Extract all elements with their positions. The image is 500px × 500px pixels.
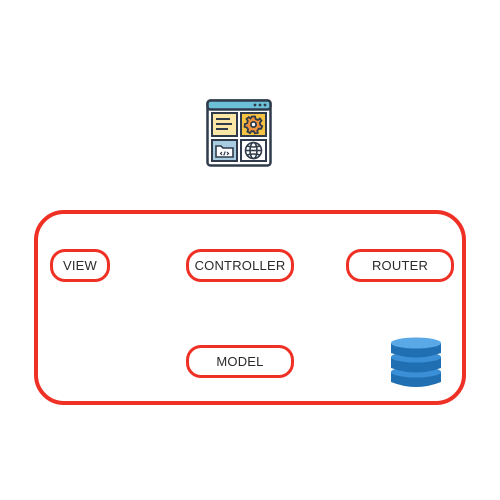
router-node: ROUTER bbox=[346, 249, 454, 282]
database-icon bbox=[391, 337, 441, 387]
controller-node: CONTROLLER bbox=[186, 249, 294, 282]
app-boundary-frame bbox=[34, 210, 466, 405]
web-app-window-icon bbox=[206, 99, 272, 167]
model-node: MODEL bbox=[186, 345, 294, 378]
view-node: VIEW bbox=[50, 249, 110, 282]
